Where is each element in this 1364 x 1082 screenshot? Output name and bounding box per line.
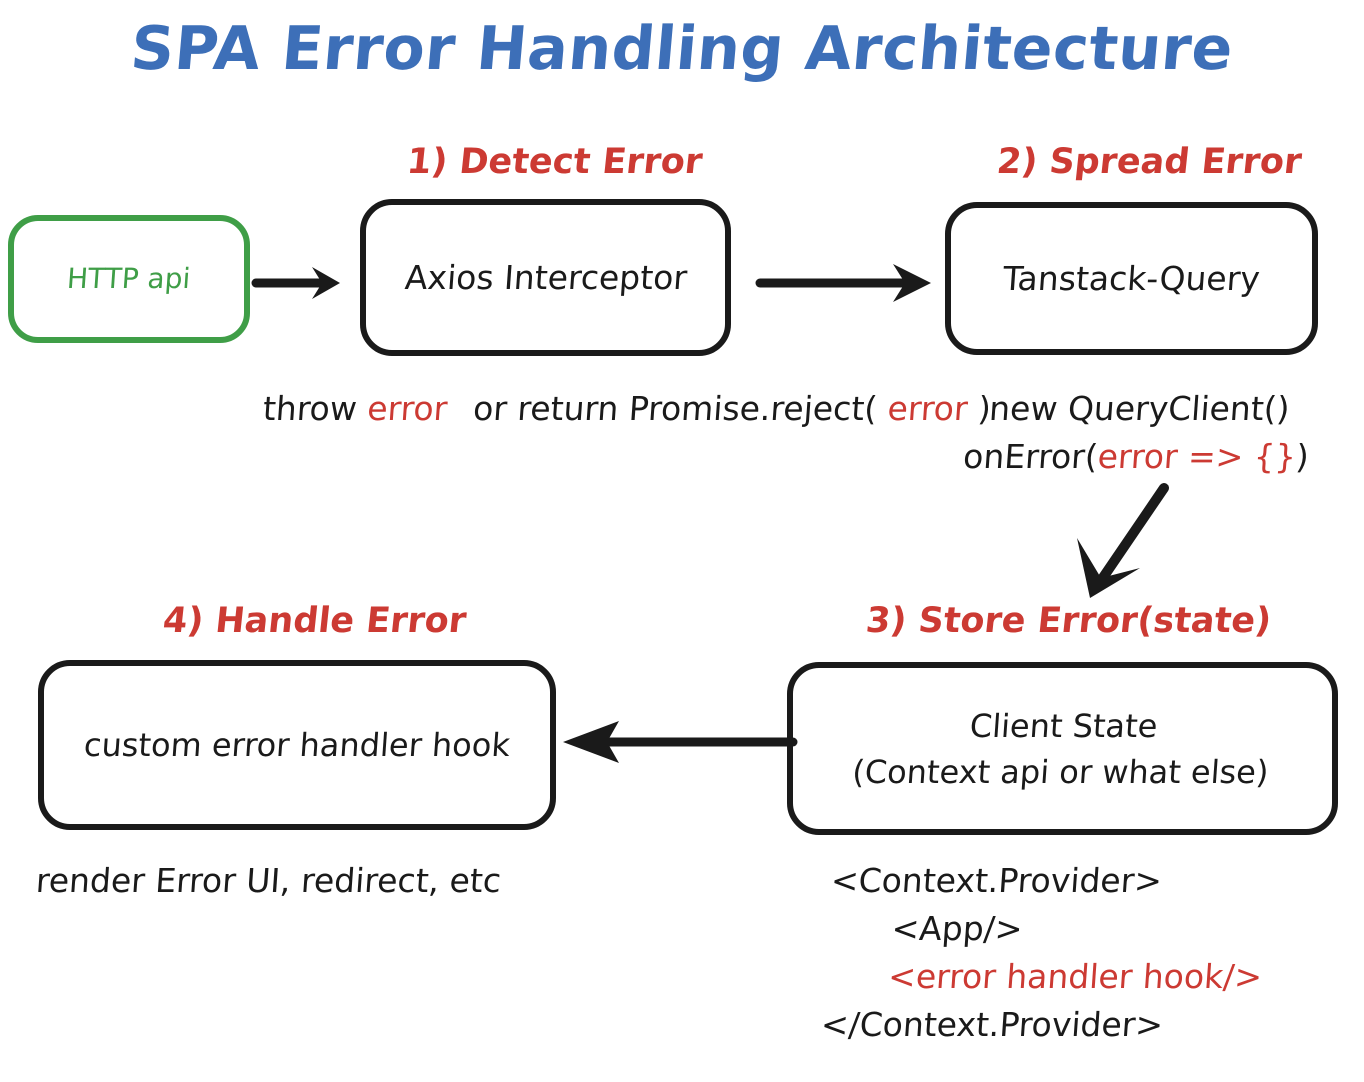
node-client-state: Client State (Context api or what else) (787, 662, 1338, 835)
caption-step1-or: or (471, 389, 509, 428)
caption-step4: render Error UI, redirect, etc (34, 857, 503, 905)
caption-step2-line1: new QueryClient() (987, 389, 1291, 428)
arrow-right-icon-http-to-axios (251, 267, 340, 299)
caption-step3-provider-close: </Context.Provider> (819, 1005, 1165, 1044)
caption-step3-app: <App/> (890, 909, 1024, 948)
caption-step1-return-promise: return Promise.reject( (516, 389, 890, 428)
node-tanstack-query-label: Tanstack-Query (1001, 258, 1262, 298)
node-http-api: HTTP api (8, 215, 250, 343)
step-label-2-spread-error: 2) Spread Error (994, 142, 1304, 182)
arrow-left-icon-client-state-to-hook (563, 721, 798, 763)
step-label-4-handle-error: 4) Handle Error (160, 601, 469, 641)
arrow-right-icon-axios-to-tanstack (755, 264, 931, 302)
node-axios-interceptor: Axios Interceptor (360, 199, 731, 356)
caption-step2-closeparen: ) (1294, 437, 1311, 476)
caption-step2-onerror: onError( (961, 437, 1100, 476)
node-client-state-label: Client State (Context api or what else) (851, 706, 1271, 791)
caption-step3-error-handler-hook: <error handler hook/> (886, 957, 1264, 996)
caption-step1-line2: return Promise.reject( error ) (516, 389, 992, 428)
node-tanstack-query: Tanstack-Query (945, 202, 1318, 355)
step-label-1-detect-error: 1) Detect Error (404, 142, 705, 182)
caption-step1-error-token: error (366, 389, 449, 428)
node-axios-interceptor-label: Axios Interceptor (403, 257, 688, 297)
node-custom-error-handler-hook: custom error handler hook (38, 660, 556, 830)
caption-step1-throw: throw (261, 389, 369, 428)
node-http-api-label: HTTP api (66, 262, 192, 295)
page-title: SPA Error Handling Architecture (127, 14, 1237, 84)
caption-step2-error-callback: error => {} (1096, 437, 1298, 476)
caption-step2-line2: onError(error => {}) (962, 433, 1311, 481)
caption-step3-jsx: <Context.Provider> <App/> <error handler… (819, 857, 1270, 1049)
caption-step1-error-token-2: error (886, 389, 969, 428)
caption-step3-provider-open: <Context.Provider> (829, 861, 1164, 900)
node-custom-error-handler-hook-label: custom error handler hook (82, 726, 512, 764)
caption-step2: new QueryClient() onError(error => {}) (962, 385, 1314, 481)
arrow-down-left-icon-tanstack-to-client-state (1077, 483, 1169, 598)
caption-step4-line1: render Error UI, redirect, etc (34, 861, 503, 900)
